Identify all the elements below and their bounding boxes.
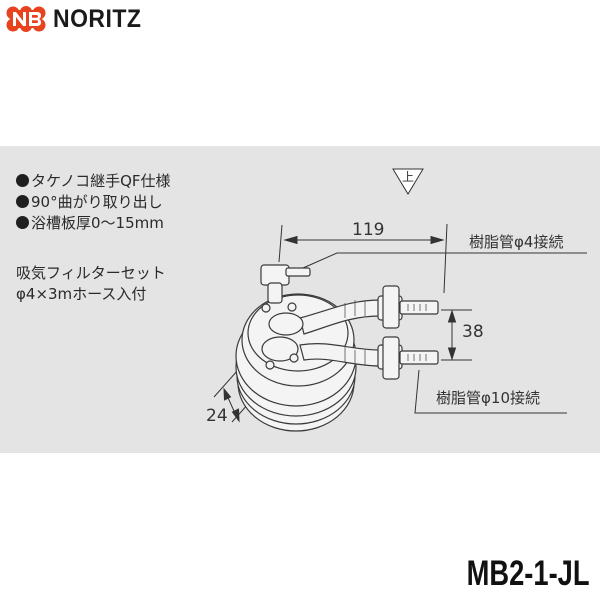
model-number: MB2-1-JL [467, 554, 590, 593]
bullet-icon [16, 216, 29, 229]
feature-item: 90°曲がり取り出し [16, 192, 171, 213]
drain-fitting-illustration [235, 264, 439, 432]
product-drawing [213, 168, 587, 432]
label-top-connection: 樹脂管φ4接続 [469, 233, 564, 251]
up-marker-icon [392, 168, 424, 195]
brand-logo: NORITZ [6, 4, 149, 34]
accessory-line-1: 吸気フィルターセット [16, 264, 166, 282]
dimension-spacing: 38 [462, 322, 484, 342]
brand-name: NORITZ [53, 4, 142, 33]
feature-item: タケノコ継手QF仕様 [16, 171, 171, 192]
feature-item: 浴槽板厚0〜15mm [16, 213, 171, 234]
dimension-width: 119 [352, 220, 385, 240]
up-marker-label: 上 [402, 170, 415, 184]
accessory-line-2: φ4×3mホース入付 [16, 285, 147, 303]
accessory-note: 吸気フィルターセット φ4×3mホース入付 [16, 263, 166, 305]
noritz-logo-icon [6, 6, 46, 32]
label-bottom-connection: 樹脂管φ10接続 [436, 389, 540, 407]
bullet-icon [16, 195, 29, 208]
feature-list: タケノコ継手QF仕様 90°曲がり取り出し 浴槽板厚0〜15mm [16, 171, 171, 234]
dimension-depth: 24 [206, 406, 228, 426]
bullet-icon [16, 174, 29, 187]
